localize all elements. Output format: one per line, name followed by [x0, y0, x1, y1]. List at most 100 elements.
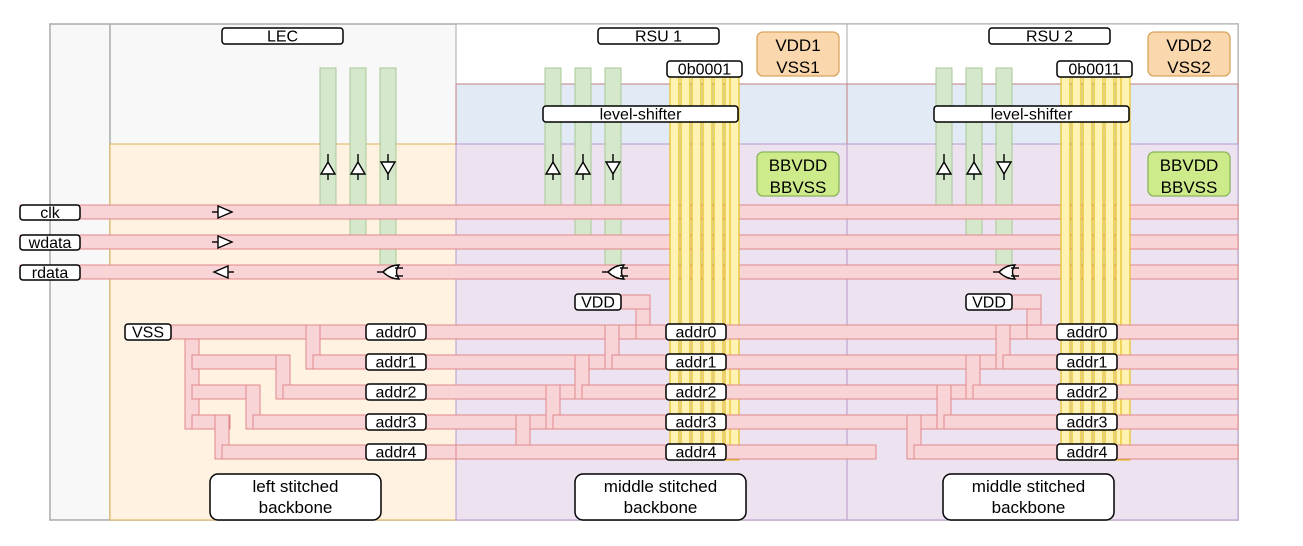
- rsu1-backbone-label-line-0: middle stitched: [604, 477, 717, 496]
- buffer-down-icon-body: [604, 161, 622, 176]
- left-backbone-label-line-1: backbone: [259, 498, 333, 517]
- rsu1-id-wire: [729, 67, 740, 461]
- rsu1-backbone-label-box: [574, 473, 747, 521]
- addr-wire: [169, 324, 321, 340]
- addr-label-addr0: addr0: [665, 323, 727, 342]
- buffer-left-icon: [212, 264, 234, 280]
- green-column: [319, 67, 337, 219]
- rsu1-vdd-label-text: VDD: [581, 295, 615, 312]
- addr-wire: [221, 444, 487, 460]
- green-column: [935, 67, 953, 219]
- buffer-up-icon: [965, 154, 983, 180]
- addr-label-addr4: addr4: [1056, 443, 1118, 462]
- addr-label-addr1: addr1: [665, 353, 727, 372]
- addr-label-addr2-text: addr2: [1067, 385, 1108, 402]
- rsu1-supply-line-0: VDD1: [775, 36, 820, 55]
- rsu2-backbias-line-1: BBVSS: [1161, 178, 1218, 197]
- left-backbone-label-line-0: left stitched: [253, 477, 339, 496]
- rsu1-title-text: RSU 1: [635, 29, 682, 46]
- addr-label-addr0-text: addr0: [676, 325, 717, 342]
- buffer-right-icon-body: [217, 234, 234, 250]
- addr-label-addr0-box: [1056, 323, 1118, 341]
- pin-wdata: wdata: [19, 234, 81, 252]
- rsu2-backbone-label: middle stitched backbone: [942, 473, 1115, 521]
- addr-wire: [312, 354, 621, 370]
- addr-label-addr3: addr3: [1056, 413, 1118, 432]
- pin-clk-text: clk: [40, 205, 61, 222]
- addr-label-addr2: addr2: [665, 383, 727, 402]
- addr-label-addr1-text: addr1: [376, 355, 417, 372]
- signal-bus-rdata: [19, 264, 1239, 280]
- addr-label-addr3-text: addr3: [676, 415, 717, 432]
- buffer-down-icon-body: [995, 161, 1013, 176]
- addr-label-addr3-text: addr3: [1067, 415, 1108, 432]
- gate-symbols: [212, 154, 1019, 280]
- addr-label-addr1: addr1: [1056, 353, 1118, 372]
- addr-label-addr4: addr4: [365, 443, 427, 462]
- addr-label-addr2-box: [365, 383, 427, 401]
- rsu2-supply-box: [1147, 31, 1231, 77]
- rsu1-level-shifter-box: [542, 105, 739, 123]
- pin-rdata-text: rdata: [32, 265, 69, 282]
- addr-label-addr0-box: [365, 323, 427, 341]
- rsu2-vdd-label-text: VDD: [972, 295, 1006, 312]
- addr-label-addr3: addr3: [665, 413, 727, 432]
- addr-label-addr3-box: [1056, 413, 1118, 431]
- rsu2-title: RSU 2: [988, 27, 1111, 46]
- rsu2-title-box: [988, 27, 1111, 45]
- rsu1-id-box: [666, 60, 743, 78]
- rsu1-title-box: [597, 27, 720, 45]
- rsu2-backbias-line-0: BBVDD: [1160, 156, 1219, 175]
- addr-label-addr2-box: [1056, 383, 1118, 401]
- pin-wdata-box: [19, 234, 81, 251]
- rsu1-vdd-label: VDD: [574, 293, 622, 312]
- rsu1-supply-box: [756, 31, 840, 77]
- rsu2-level-shifter-text: level-shifter: [991, 107, 1073, 124]
- rsu2-title-text: RSU 2: [1026, 29, 1073, 46]
- left-backbone-label-box: [209, 473, 382, 521]
- addr-label-addr2-text: addr2: [376, 385, 417, 402]
- vdd-tie: [619, 294, 651, 310]
- addr-label-addr0-text: addr0: [376, 325, 417, 342]
- rsu2-supply-line-0: VDD2: [1166, 36, 1211, 55]
- addr-label-addr1-text: addr1: [676, 355, 717, 372]
- addr-label-addr0: addr0: [365, 323, 427, 342]
- rsu1-vdd-label-box: [574, 293, 622, 311]
- rsu1-backbias-line-1: BBVSS: [770, 178, 827, 197]
- rsu2-backbone-label-box: [942, 473, 1115, 521]
- rsu2-backbone-label-line-0: middle stitched: [972, 477, 1085, 496]
- addr-label-addr4-box: [365, 443, 427, 461]
- addr-label-addr2: addr2: [1056, 383, 1118, 402]
- or-gate-icon: [377, 264, 403, 280]
- or-gate-icon: [602, 264, 628, 280]
- addr-label-addr4-text: addr4: [1067, 445, 1108, 462]
- rsu2-level-shifter: level-shifter: [933, 105, 1130, 124]
- rsu2-id-wire: [1120, 67, 1131, 461]
- addr-wire: [1002, 354, 1239, 370]
- addr-label-addr0-box: [665, 323, 727, 341]
- vss-label-box: [124, 323, 172, 341]
- rsu2-backbias-box: [1147, 151, 1231, 197]
- buffer-up-icon: [349, 154, 367, 180]
- buffer-down-icon-body: [379, 161, 397, 176]
- addr-label-addr1-box: [365, 353, 427, 371]
- pin-clk: clk: [19, 204, 81, 222]
- buffer-down-icon: [604, 154, 622, 180]
- vss-feed: [184, 324, 200, 430]
- green-column: [544, 67, 562, 219]
- addr-label-addr3-text: addr3: [376, 415, 417, 432]
- addr-label-addr1-box: [1056, 353, 1118, 371]
- rsu2-supply-line-1: VSS2: [1167, 58, 1210, 77]
- rsu2-id-text: 0b0011: [1068, 62, 1120, 79]
- rsu1-backbias-box: [756, 151, 840, 197]
- rsu1-level-shifter: level-shifter: [542, 105, 739, 124]
- left-backbone-label: left stitched backbone: [209, 473, 382, 521]
- buffer-up-icon: [574, 154, 592, 180]
- pin-wdata-text: wdata: [28, 235, 72, 252]
- signal-bus-clk: [19, 204, 1239, 220]
- rsu2-backbone-label-line-1: backbone: [992, 498, 1066, 517]
